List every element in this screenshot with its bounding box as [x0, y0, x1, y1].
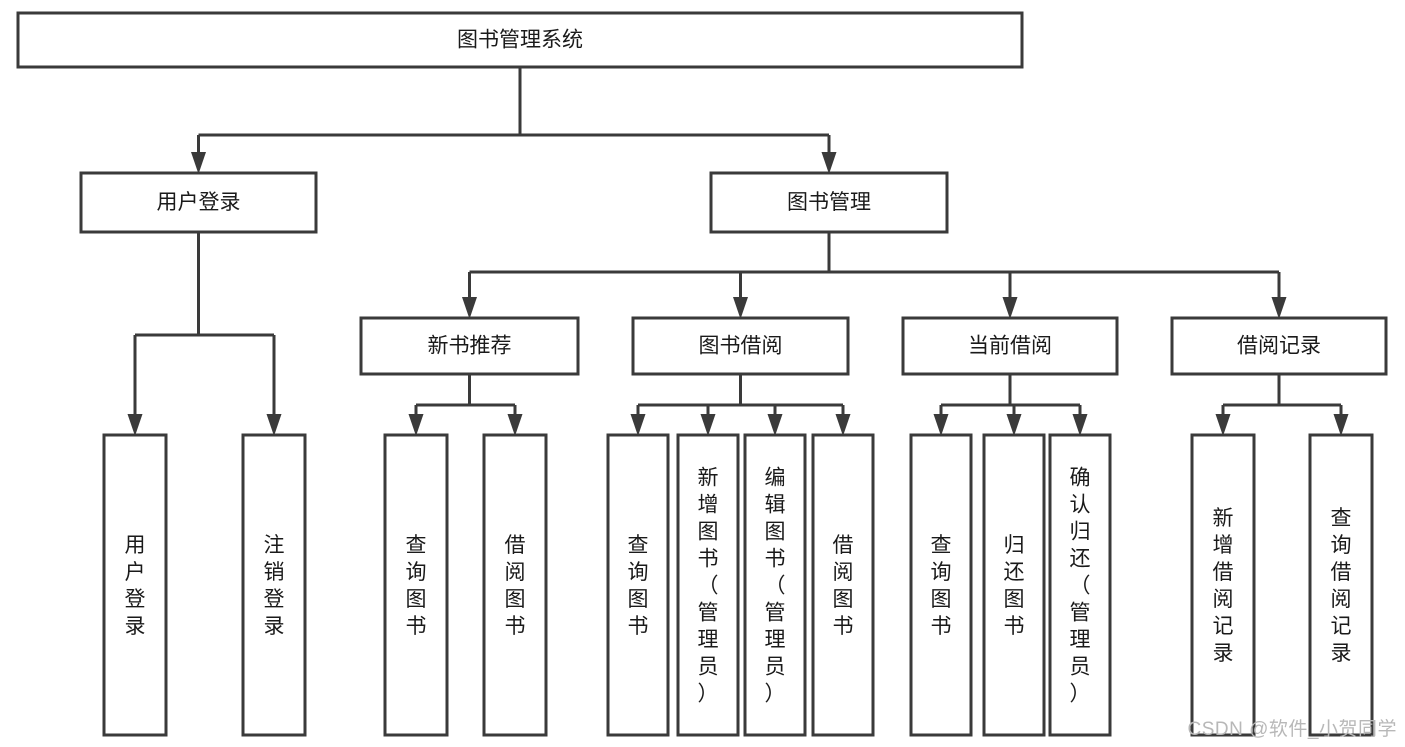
node-label: 归还图书 [1004, 534, 1025, 638]
arrow-head [1271, 297, 1287, 319]
node-box[interactable] [482, 433, 548, 737]
node-box[interactable] [383, 433, 449, 737]
node-box[interactable] [709, 171, 949, 234]
node-leaf-1[interactable]: 注销登录 [241, 433, 307, 737]
connector-group [408, 374, 523, 436]
node-box[interactable] [909, 433, 973, 737]
node-leaf-11[interactable]: 新增借阅记录 [1190, 433, 1256, 737]
node-label: 查询图书 [931, 534, 952, 638]
arrow-head [821, 152, 837, 174]
node-label: 新增图书（管理员） [698, 467, 719, 706]
node-label: 编辑图书（管理员） [765, 467, 786, 706]
nodes-layer: 图书管理系统用户登录图书管理新书推荐图书借阅当前借阅借阅记录用户登录注销登录查询… [16, 11, 1388, 737]
node-l3-1[interactable]: 图书借阅 [631, 316, 850, 376]
node-label: 查询图书 [406, 534, 427, 638]
arrow-head [630, 414, 646, 436]
arrow-head [266, 414, 282, 436]
node-box[interactable] [79, 171, 318, 234]
node-l2-1[interactable]: 图书管理 [709, 171, 949, 234]
node-label: 用户登录 [157, 191, 241, 214]
connector-group [462, 232, 1287, 319]
node-leaf-12[interactable]: 查询借阅记录 [1308, 433, 1374, 737]
node-label: 借阅记录 [1237, 335, 1321, 358]
node-label: 查询图书 [628, 534, 649, 638]
node-box[interactable] [631, 316, 850, 376]
node-label: 借阅图书 [833, 534, 854, 638]
arrow-head [1006, 414, 1022, 436]
node-box[interactable] [1190, 433, 1256, 737]
node-leaf-0[interactable]: 用户登录 [102, 433, 168, 737]
node-leaf-10[interactable]: 确认归还（管理员） [1048, 433, 1112, 737]
connector-group [630, 374, 851, 436]
arrow-head [1333, 414, 1349, 436]
node-label: 确认归还（管理员） [1070, 467, 1091, 706]
arrow-head [733, 297, 748, 319]
arrow-head [408, 414, 424, 436]
arrow-head [767, 414, 783, 436]
node-box[interactable] [1048, 433, 1112, 737]
arrow-head [835, 414, 851, 436]
node-leaf-8[interactable]: 查询图书 [909, 433, 973, 737]
arrow-head [191, 152, 206, 174]
arrow-head [1002, 297, 1018, 319]
node-leaf-3[interactable]: 借阅图书 [482, 433, 548, 737]
node-l3-3[interactable]: 借阅记录 [1170, 316, 1388, 376]
connector-group [1215, 374, 1349, 436]
connector-group [127, 232, 282, 436]
node-label: 图书管理 [787, 191, 871, 214]
node-label: 新书推荐 [428, 335, 512, 358]
node-label: 新增借阅记录 [1213, 507, 1234, 665]
node-leaf-6[interactable]: 编辑图书（管理员） [743, 433, 807, 737]
connectors-layer [127, 67, 1349, 436]
node-box[interactable] [606, 433, 670, 737]
node-leaf-9[interactable]: 归还图书 [982, 433, 1046, 737]
watermark-text: CSDN @软件_小贺同学 [1187, 719, 1397, 740]
arrow-head [1215, 414, 1231, 436]
node-box[interactable] [676, 433, 740, 737]
node-box[interactable] [1308, 433, 1374, 737]
node-box[interactable] [102, 433, 168, 737]
arrow-head [127, 414, 143, 436]
arrow-head [462, 297, 477, 319]
node-label: 注销登录 [264, 534, 285, 638]
arrow-head [507, 414, 523, 436]
connector-group [933, 374, 1088, 436]
node-label: 图书管理系统 [457, 29, 583, 52]
node-box[interactable] [901, 316, 1119, 376]
arrow-head [700, 414, 716, 436]
node-root[interactable]: 图书管理系统 [16, 11, 1024, 69]
node-box[interactable] [982, 433, 1046, 737]
node-leaf-5[interactable]: 新增图书（管理员） [676, 433, 740, 737]
node-leaf-7[interactable]: 借阅图书 [811, 433, 875, 737]
arrow-head [933, 414, 949, 436]
node-box[interactable] [16, 11, 1024, 69]
node-label: 图书借阅 [699, 335, 783, 358]
node-leaf-2[interactable]: 查询图书 [383, 433, 449, 737]
node-label: 借阅图书 [505, 534, 526, 638]
node-l3-0[interactable]: 新书推荐 [359, 316, 580, 376]
arrow-head [1072, 414, 1088, 436]
node-l2-0[interactable]: 用户登录 [79, 171, 318, 234]
node-l3-2[interactable]: 当前借阅 [901, 316, 1119, 376]
node-box[interactable] [811, 433, 875, 737]
connector-group [191, 67, 837, 174]
node-box[interactable] [359, 316, 580, 376]
node-leaf-4[interactable]: 查询图书 [606, 433, 670, 737]
node-box[interactable] [1170, 316, 1388, 376]
node-box[interactable] [241, 433, 307, 737]
node-box[interactable] [743, 433, 807, 737]
node-label: 查询借阅记录 [1331, 507, 1352, 665]
node-label: 当前借阅 [968, 335, 1052, 358]
node-label: 用户登录 [125, 534, 146, 638]
